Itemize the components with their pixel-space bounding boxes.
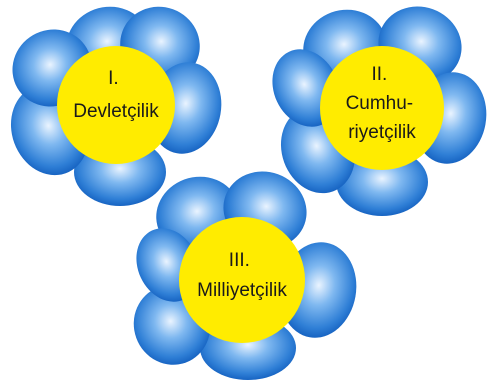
flower-center (320, 46, 444, 170)
flower-center (179, 217, 305, 343)
label-line: riyetçilik (348, 122, 416, 143)
label-line: Milliyetçilik (197, 280, 287, 301)
flower-label: I. Devletçilik (73, 68, 159, 122)
label-line: III. (229, 250, 250, 271)
flower-cumhuriyetcilik: II. Cumhu- riyetçilik (272, 6, 487, 216)
label-line: Devletçilik (73, 101, 159, 122)
flower-devletcilik: I. Devletçilik (10, 6, 222, 206)
flower-center (57, 46, 175, 164)
flower-label: II. Cumhu- riyetçilik (346, 64, 419, 143)
label-line: II. (371, 64, 387, 85)
flower-label: III. Milliyetçilik (197, 250, 287, 301)
label-line: Cumhu- (346, 93, 414, 114)
flower-milliyetcilik: III. Milliyetçilik (133, 171, 357, 380)
label-line: I. (108, 68, 119, 89)
